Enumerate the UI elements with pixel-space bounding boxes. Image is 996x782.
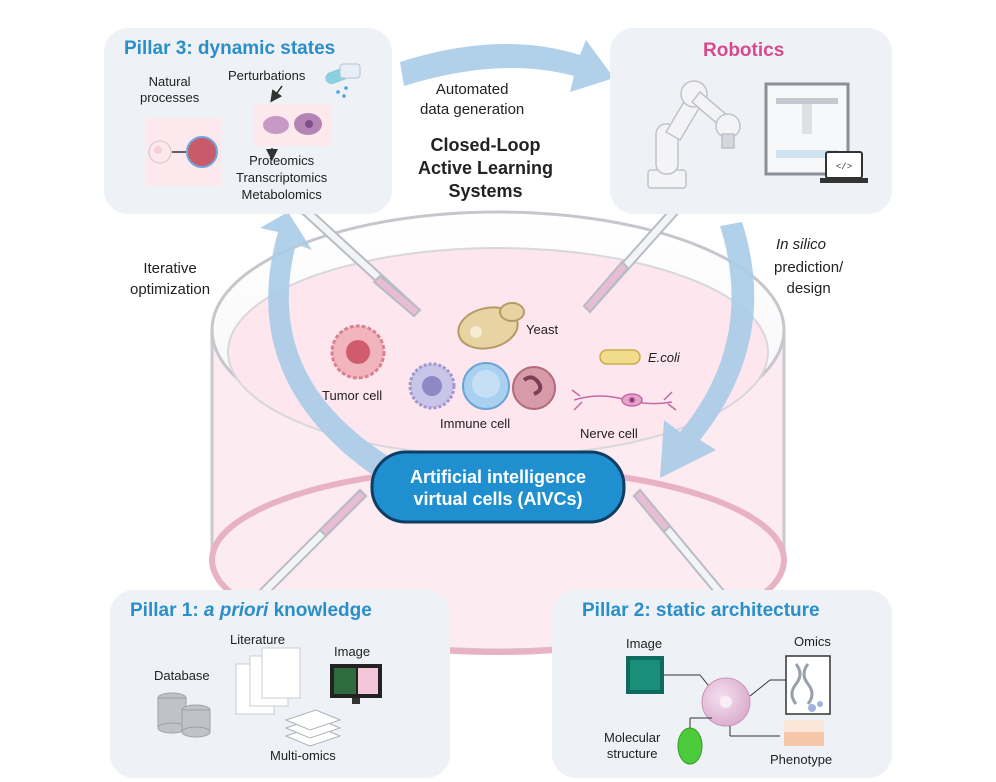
prediction-design-label: prediction/ design <box>774 259 844 297</box>
omics-icon <box>785 655 831 715</box>
tumor-cell-label: Tumor cell <box>322 388 383 403</box>
yeast-icon <box>457 302 525 350</box>
perturbations-icon <box>270 63 361 103</box>
yeast-label: Yeast <box>526 322 559 337</box>
literature-label: Literature <box>230 632 285 647</box>
literature-icon <box>235 647 301 715</box>
aivc-label: Artificial intelligence virtual cells (A… <box>409 467 587 509</box>
closed-loop-label: Closed-Loop Active Learning Systems <box>418 135 554 201</box>
pillar1-title-italic: a priori <box>203 600 269 621</box>
in-silico-label: In silico <box>776 236 827 253</box>
phenotype-label: Phenotype <box>770 752 833 767</box>
nerve-cell-icon <box>571 389 677 411</box>
aivc-box <box>370 450 626 524</box>
omics-types-label: Proteomics Transcriptomics Metabolomics <box>236 153 328 202</box>
code-symbol: </> <box>836 162 852 172</box>
image-label: Image <box>334 644 371 659</box>
nerve-cell-label: Nerve cell <box>580 426 638 441</box>
loop-arrows <box>260 40 755 478</box>
immune-cell-label: Immune cell <box>440 416 511 431</box>
molecular-structure-icon <box>677 727 703 765</box>
top-arrow <box>400 40 614 92</box>
database-icon <box>157 692 211 738</box>
natural-processes-icon <box>146 118 222 186</box>
monitor-icon <box>330 664 382 704</box>
pillar1-title: Pillar 1: a priori knowledge <box>130 600 372 622</box>
perturbed-cells-icon <box>254 104 332 161</box>
left-arrow <box>260 212 388 476</box>
pipettes <box>238 192 742 618</box>
pillar1-title-prefix: Pillar 1: <box>130 600 204 621</box>
immune-cells-icon <box>408 362 556 410</box>
multi-omics-label: Multi-omics <box>270 748 336 763</box>
iterative-optimization-label: Iterative optimization <box>130 260 211 298</box>
pillar2-image-label: Image <box>626 636 663 651</box>
central-cell-icon <box>664 674 786 737</box>
perturbations-label: Perturbations <box>228 68 306 83</box>
database-label: Database <box>154 668 210 683</box>
robotics-title: Robotics <box>703 40 785 61</box>
pillar1-title-suffix: knowledge <box>268 600 372 621</box>
natural-processes-label: Natural processes <box>140 74 200 105</box>
lab-robot-icon: </> <box>764 82 868 183</box>
pillar2-image-icon <box>626 656 664 694</box>
tumor-cell-icon <box>330 324 386 380</box>
automated-data-label: Automated data generation <box>420 81 525 118</box>
right-arrow <box>660 222 755 478</box>
pillar3-title: Pillar 3: dynamic states <box>124 38 336 59</box>
phenotype-icon <box>784 720 824 746</box>
pillar2-title: Pillar 2: static architecture <box>582 600 820 621</box>
multi-omics-icon <box>284 709 342 747</box>
pillar2-omics-label: Omics <box>794 634 831 649</box>
robot-arm-icon <box>647 80 741 189</box>
ecoli-icon <box>599 349 641 365</box>
molecular-structure-label: Molecular structure <box>604 730 661 761</box>
ecoli-label: E.coli <box>648 350 680 365</box>
